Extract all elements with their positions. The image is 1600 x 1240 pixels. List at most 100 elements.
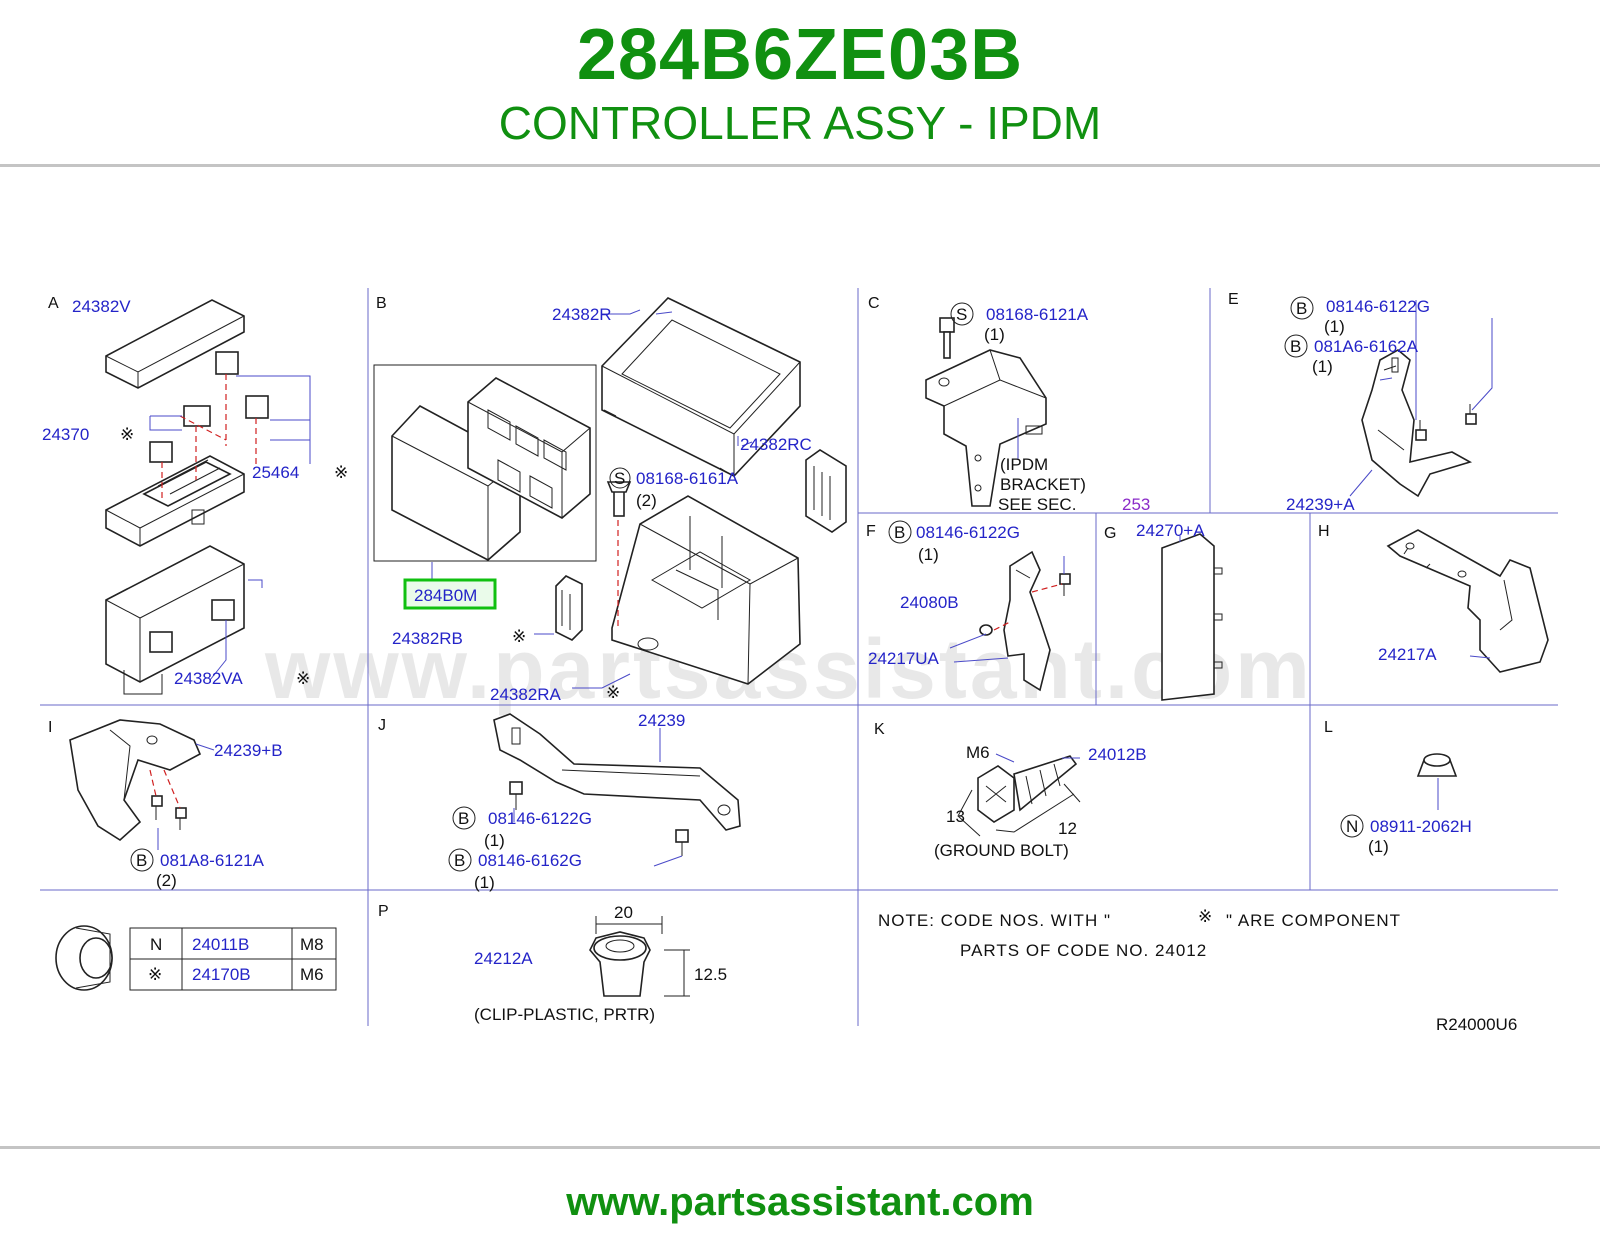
part-number-title: 284B6ZE03B: [576, 15, 1024, 95]
prefix-circle-b-e1: [1290, 296, 1314, 320]
component-mark-a3: ※: [296, 669, 310, 688]
prefix-circle-n-l: [1340, 814, 1364, 838]
text-dim-12-5: 12.5: [694, 965, 727, 984]
section-j-drawing: [493, 713, 741, 867]
text-m6-bolt: M6: [966, 743, 990, 762]
table-row2-mark: ※: [148, 965, 162, 984]
text-ipdm-bracket-2: BRACKET): [1000, 475, 1086, 494]
prefix-s-c: S: [956, 305, 967, 324]
label-08168-6161A: 08168-6161A: [636, 469, 739, 488]
fastener-table: [129, 927, 337, 991]
section-k-drawing: [957, 753, 1081, 837]
section-letter-e: E: [1228, 291, 1239, 308]
label-24217UA: 24217UA: [868, 649, 940, 668]
drawing-reference: R24000U6: [1436, 1015, 1517, 1034]
prefix-b-f: B: [894, 523, 905, 542]
note-line-2: PARTS OF CODE NO. 24012: [960, 941, 1207, 960]
qty-08168-6161A: (2): [636, 491, 657, 510]
link-sec-253[interactable]: 253: [1122, 495, 1150, 514]
label-24382RB: 24382RB: [392, 629, 463, 648]
qty-08146-6122G-e: (1): [1324, 317, 1345, 336]
prefix-n-l: N: [1346, 817, 1358, 836]
text-ipdm-bracket-1: (IPDM: [1000, 455, 1048, 474]
table-row2-size: M6: [300, 965, 324, 984]
label-08146-6162G: 08146-6162G: [478, 851, 582, 870]
section-c-drawing: [925, 317, 1047, 507]
section-letter-i: I: [48, 719, 52, 736]
label-24239A: 24239+A: [1286, 495, 1355, 514]
label-24382RA: 24382RA: [490, 685, 562, 704]
label-24382R: 24382R: [552, 305, 612, 324]
qty-08911-2062H: (1): [1368, 837, 1389, 856]
label-284B0M[interactable]: 284B0M: [414, 586, 477, 605]
qty-08146-6122G-f: (1): [918, 545, 939, 564]
section-h-drawing: [1386, 529, 1549, 673]
text-dim-12: 12: [1058, 819, 1077, 838]
footer-divider: [0, 1146, 1600, 1149]
section-letter-j: J: [378, 717, 386, 734]
label-24212A: 24212A: [474, 949, 533, 968]
prefix-b-e2: B: [1290, 337, 1301, 356]
label-24382VA: 24382VA: [174, 669, 243, 688]
prefix-circle-b-i: [130, 848, 154, 872]
section-letter-k: K: [874, 721, 885, 738]
label-24239: 24239: [638, 711, 685, 730]
note-component-mark: ※: [1198, 907, 1213, 926]
qty-08168-6121A: (1): [984, 325, 1005, 344]
prefix-b-e1: B: [1296, 299, 1307, 318]
section-a-drawing: [105, 299, 311, 695]
prefix-circle-b-f: [888, 520, 912, 544]
label-08146-6122G-j: 08146-6122G: [488, 809, 592, 828]
table-row1-size: M8: [300, 935, 324, 954]
label-08146-6122G-f: 08146-6122G: [916, 523, 1020, 542]
section-letter-c: C: [868, 295, 880, 312]
component-mark-a2: ※: [334, 463, 348, 482]
qty-081A8-6121A: (2): [156, 871, 177, 890]
text-clip-plastic: (CLIP-PLASTIC, PRTR): [474, 1005, 655, 1024]
header-divider: [0, 164, 1600, 167]
section-b-drawing: [373, 297, 847, 689]
label-081A6-6162A: 081A6-6162A: [1314, 337, 1419, 356]
nut-drawing: [55, 925, 113, 991]
component-mark-a1: ※: [120, 425, 134, 444]
prefix-b-j2: B: [454, 851, 465, 870]
label-24012B: 24012B: [1088, 745, 1147, 764]
label-08911-2062H: 08911-2062H: [1370, 817, 1472, 836]
text-dim-20: 20: [614, 903, 633, 922]
prefix-b-i: B: [136, 851, 147, 870]
label-24217A: 24217A: [1378, 645, 1437, 664]
section-l-drawing: [1416, 753, 1458, 810]
text-see-sec: SEE SEC.: [998, 495, 1076, 514]
section-grid: [40, 288, 1558, 1026]
label-24382V: 24382V: [72, 297, 131, 316]
table-row2-part: 24170B: [192, 965, 251, 984]
label-24239B: 24239+B: [214, 741, 283, 760]
section-e-drawing: [1349, 300, 1493, 498]
prefix-circle-b-j1: [452, 806, 476, 830]
part-name-subtitle: CONTROLLER ASSY - IPDM: [498, 97, 1102, 149]
label-08146-6122G-e: 08146-6122G: [1326, 297, 1430, 316]
qty-08146-6122G-j: (1): [484, 831, 505, 850]
qty-081A6-6162A: (1): [1312, 357, 1333, 376]
table-row1-part: 24011B: [192, 935, 249, 954]
section-letter-f: F: [866, 523, 876, 540]
section-letter-p: P: [378, 903, 389, 920]
label-08168-6121A: 08168-6121A: [986, 305, 1089, 324]
footer-url[interactable]: www.partsassistant.com: [566, 1180, 1034, 1224]
qty-08146-6162G: (1): [474, 873, 495, 892]
section-letter-a: A: [48, 295, 59, 312]
highlight-box-284B0M: [403, 578, 497, 610]
label-24382RC: 24382RC: [740, 435, 812, 454]
header: 284B6ZE03B CONTROLLER ASSY - IPDM: [0, 0, 1600, 168]
prefix-circle-s-b: [609, 467, 631, 489]
text-dim-13: 13: [946, 807, 965, 826]
section-letter-h: H: [1318, 523, 1330, 540]
section-p-drawing: [589, 916, 690, 997]
label-25464: 25464: [252, 463, 299, 482]
note-line-1b: " ARE COMPONENT: [1226, 911, 1401, 930]
parts-diagram: www.partsassistant.com A B C E F G H I J…: [0, 270, 1600, 1060]
label-24080B: 24080B: [900, 593, 959, 612]
section-i-drawing: [69, 719, 215, 850]
component-mark-b1: ※: [512, 627, 526, 646]
table-row1-mark: N: [150, 935, 162, 954]
